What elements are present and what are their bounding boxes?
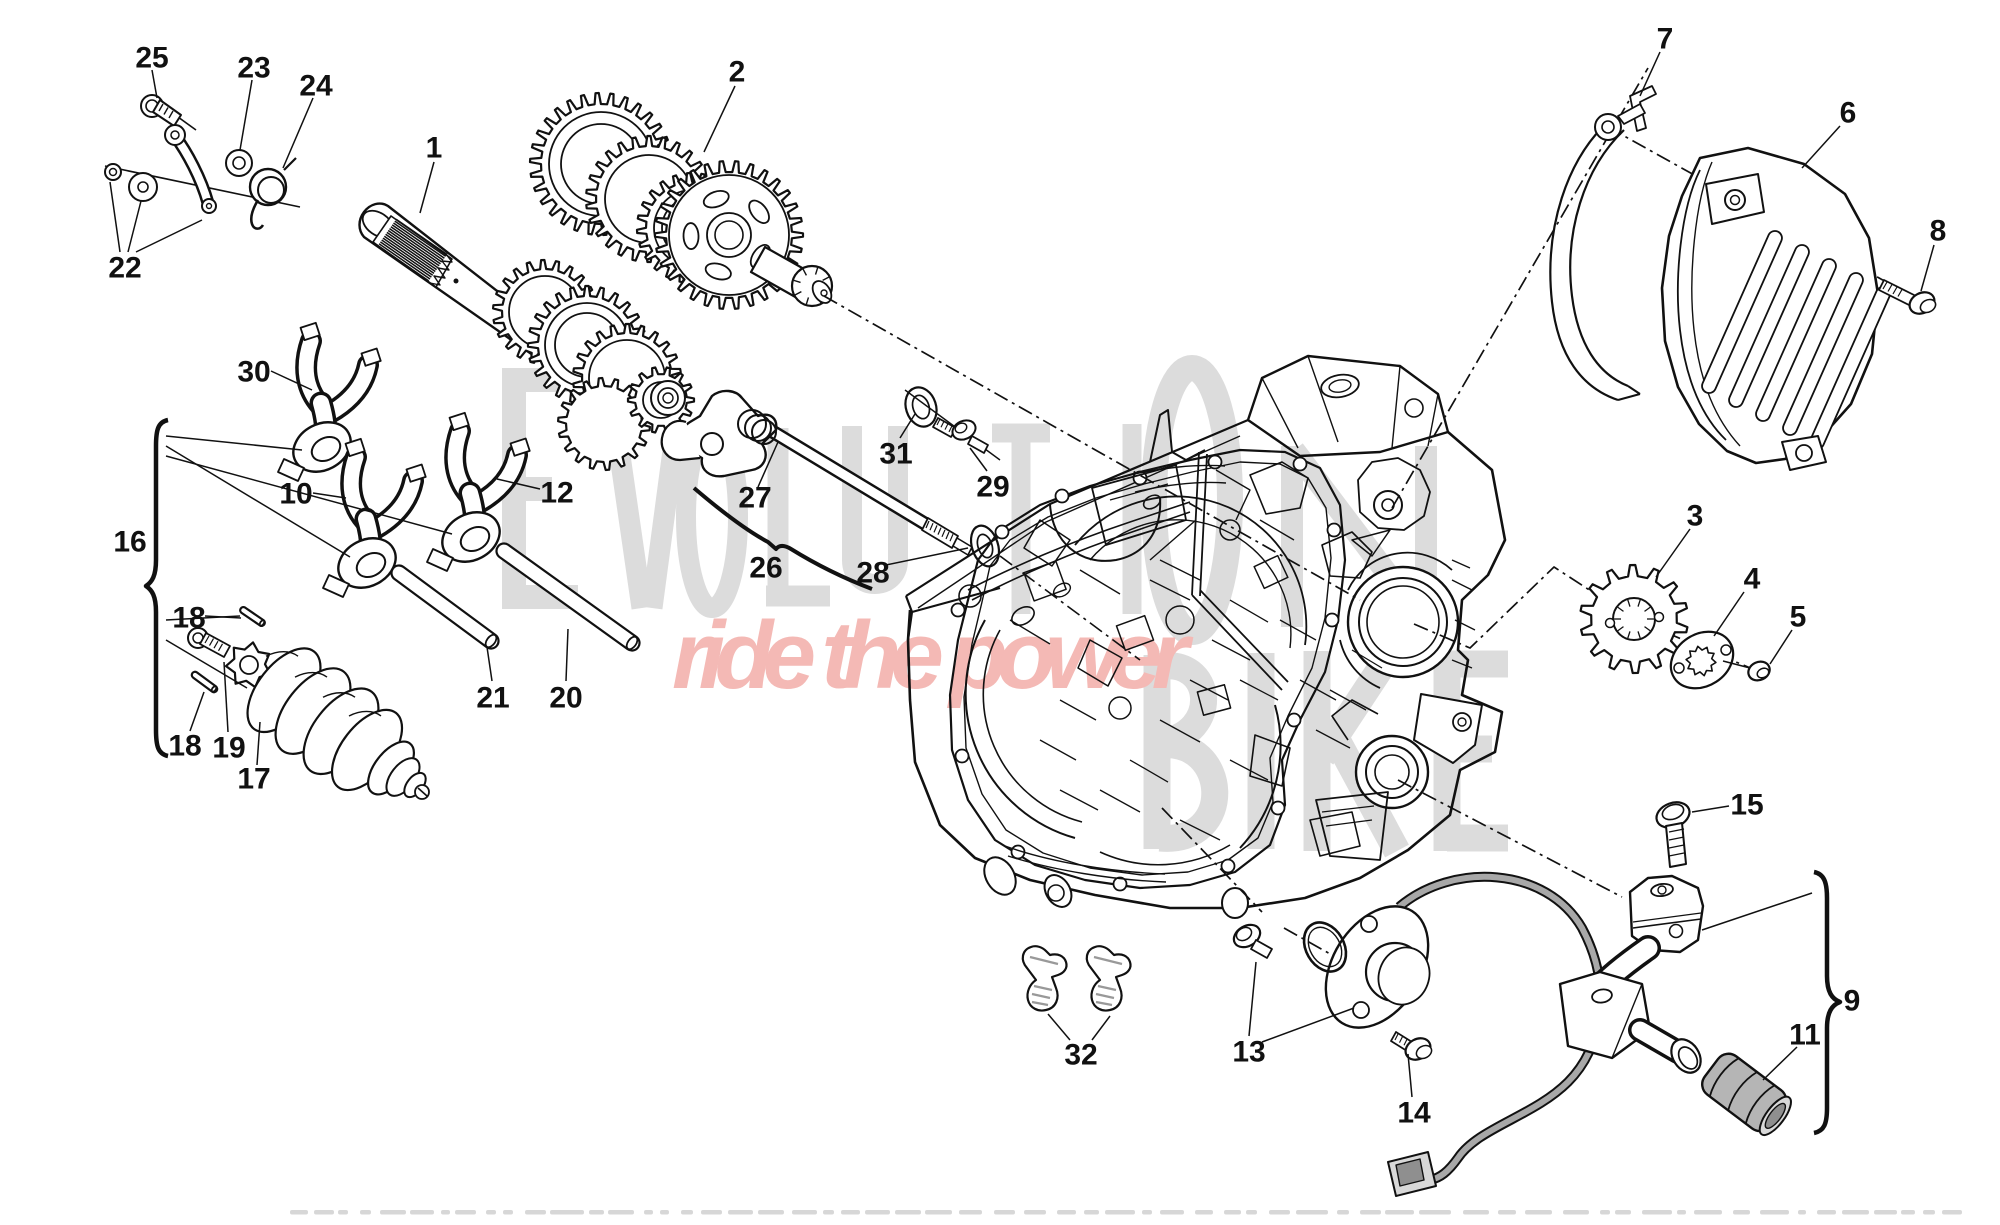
svg-text:11: 11 [1789, 1019, 1821, 1052]
svg-text:6: 6 [1840, 97, 1857, 130]
svg-text:8: 8 [1930, 215, 1947, 248]
svg-text:7: 7 [1657, 23, 1674, 56]
svg-text:15: 15 [1730, 789, 1763, 822]
svg-text:21: 21 [476, 682, 509, 715]
svg-text:3: 3 [1687, 500, 1704, 533]
svg-text:29: 29 [976, 471, 1009, 504]
svg-text:10: 10 [279, 478, 312, 511]
svg-text:27: 27 [738, 482, 771, 515]
svg-text:31: 31 [879, 438, 912, 471]
svg-text:28: 28 [856, 557, 889, 590]
svg-text:26: 26 [749, 552, 782, 585]
svg-text:ride the power: ride the power [672, 602, 1194, 709]
svg-text:13: 13 [1232, 1036, 1265, 1069]
svg-text:14: 14 [1397, 1097, 1431, 1130]
svg-text:9: 9 [1844, 985, 1861, 1018]
svg-text:30: 30 [237, 356, 270, 389]
svg-text:2: 2 [729, 56, 746, 89]
svg-text:25: 25 [135, 42, 168, 75]
svg-text:1: 1 [426, 132, 443, 165]
svg-text:32: 32 [1064, 1039, 1097, 1072]
svg-text:4: 4 [1744, 563, 1761, 596]
svg-text:20: 20 [549, 682, 582, 715]
svg-text:24: 24 [299, 70, 333, 103]
svg-text:18: 18 [168, 730, 201, 763]
svg-text:22: 22 [108, 252, 141, 285]
svg-text:18: 18 [172, 602, 205, 635]
svg-text:19: 19 [212, 732, 245, 765]
svg-text:17: 17 [237, 763, 270, 796]
svg-text:5: 5 [1790, 601, 1807, 634]
svg-text:12: 12 [540, 477, 573, 510]
svg-text:16: 16 [113, 526, 146, 559]
svg-text:23: 23 [237, 52, 270, 85]
